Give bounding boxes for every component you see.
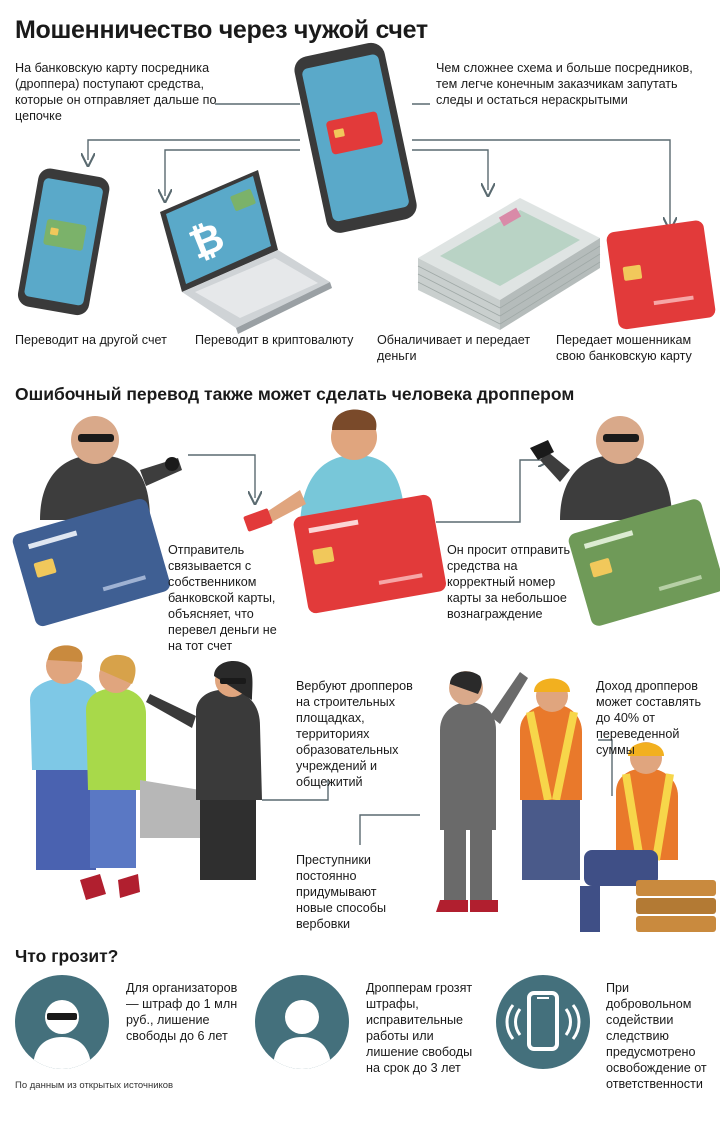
section2-heading: Ошибочный перевод также может сделать че…: [15, 384, 575, 404]
option-cash: Обналичивает и передает деньги: [377, 333, 531, 363]
person-icon: [255, 975, 349, 1069]
students-group-figure: [30, 645, 262, 900]
cooperation-exemption: При добровольном содействии следствию пр…: [606, 981, 707, 1091]
scammer-right-figure: [530, 416, 672, 520]
phone-vibrate-icon: [496, 975, 590, 1069]
income-text: Доход дропперов может составлять до 40% …: [596, 679, 702, 757]
caption-request: Он просит отправить средства на корректн…: [447, 543, 571, 621]
red-bank-card-icon: [293, 494, 447, 614]
caption-wrong-transfer: Отправитель связывается с собственником …: [168, 543, 277, 653]
connector-lines: [262, 739, 613, 845]
phone-icon: [17, 168, 110, 316]
intro-text: На банковскую карту посредника (дроппера…: [15, 61, 217, 123]
blue-bank-card-icon: [12, 498, 170, 627]
workers-group-figure: [436, 671, 716, 932]
source-note: По данным из открытых источников: [15, 1080, 174, 1091]
money-stack-icon: [417, 198, 601, 330]
option-crypto: Переводит в криптовалюту: [195, 333, 354, 347]
red-bank-card-icon: [606, 220, 716, 330]
methods-text: Преступники постоянно придумывают новые …: [296, 853, 387, 931]
recruit-text: Вербуют дропперов на строительных площад…: [296, 679, 413, 789]
complexity-note: Чем сложнее схема и больше посредников, …: [436, 61, 693, 107]
flow-arrows: [88, 103, 670, 224]
option-give-card: Передает мошенникам свою банковскую карт…: [556, 333, 692, 363]
cardholder-figure: [243, 409, 405, 532]
laptop-bitcoin-icon: ₿: [160, 170, 332, 334]
transfer-arrows: [188, 455, 545, 523]
green-bank-card-icon: [568, 499, 720, 626]
droppers-penalty: Дропперам грозят штрафы, исправительные …: [366, 981, 473, 1075]
page-title: Мошенничество через чужой счет: [15, 16, 428, 44]
brick-stack-icon: [636, 880, 716, 932]
organizers-penalty: Для организаторов — штраф до 1 млн руб.,…: [126, 981, 238, 1043]
central-phone-icon: [294, 42, 417, 233]
sunglasses-person-icon: [15, 975, 109, 1069]
option-transfer-account: Переводит на другой счет: [15, 333, 167, 347]
section4-heading: Что грозит?: [15, 946, 119, 966]
